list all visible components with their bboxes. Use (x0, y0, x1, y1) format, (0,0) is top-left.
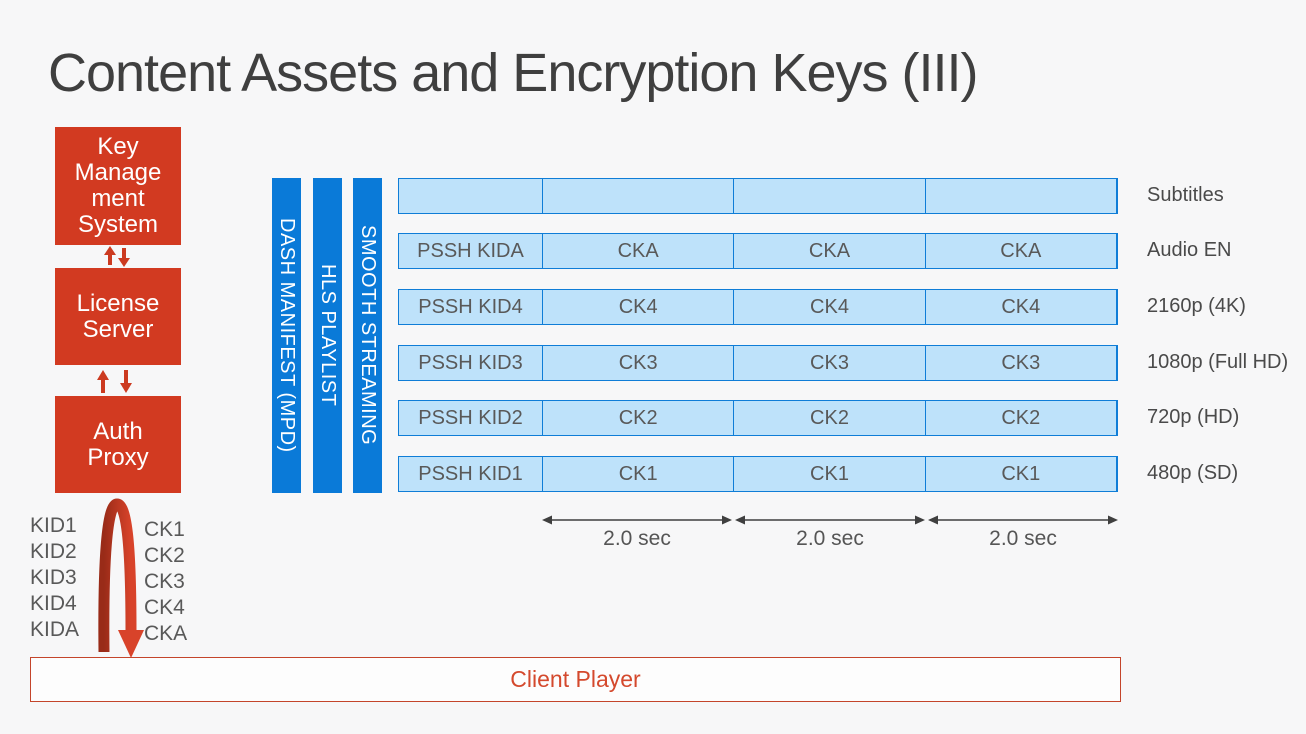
asset-cell-pssh: PSSH KID4 (399, 290, 543, 324)
row-label-1080p: 1080p (Full HD) (1147, 351, 1289, 373)
asset-row-subtitles: Subtitles (398, 178, 1224, 214)
kms-license-down-arrow-icon (118, 248, 130, 267)
asset-cell-chunk: CK4 (926, 290, 1117, 324)
ck-item: CK2 (144, 544, 185, 567)
asset-cell-chunk: CK2 (926, 401, 1117, 435)
asset-cell-chunk: CK2 (734, 401, 926, 435)
manifest-bar-dash: DASH MANIFEST (MPD) (272, 178, 301, 493)
asset-cell-chunk: CK3 (543, 346, 735, 380)
row-label-480p: 480p (SD) (1147, 462, 1239, 484)
kid-item: KID2 (30, 540, 77, 563)
ck-item: CK1 (144, 518, 185, 541)
asset-row-2160p: PSSH KID4 CK4 CK4 CK4 2160p (4K) (398, 289, 1246, 325)
asset-cell-chunk (926, 179, 1117, 213)
client-player-label: Client Player (510, 666, 641, 692)
manifest-bar-hls: HLS PLAYLIST (313, 178, 342, 493)
key-management-system-box: Key Manage ment System (55, 127, 181, 245)
asset-row-1080p: PSSH KID3 CK3 CK3 CK3 1080p (Full HD) (398, 345, 1288, 381)
timeline-segment-label: 2.0 sec (989, 527, 1057, 550)
asset-cell-chunk: CK2 (543, 401, 735, 435)
kid-item: KIDA (30, 618, 80, 641)
manifest-bar-smooth: SMOOTH STREAMING (353, 178, 382, 493)
row-label-audio: Audio EN (1147, 239, 1232, 261)
ck-item: CKA (144, 622, 188, 645)
key-management-system-label: Key Manage ment System (74, 133, 162, 238)
asset-cell-pssh: PSSH KIDA (399, 234, 543, 268)
license-server-box: License Server (55, 268, 181, 365)
row-label-720p: 720p (HD) (1147, 406, 1240, 428)
asset-cell-chunk: CK4 (734, 290, 926, 324)
asset-cell-pssh: PSSH KID2 (399, 401, 543, 435)
asset-cell-chunk: CKA (734, 234, 926, 268)
row-label-2160p: 2160p (4K) (1147, 295, 1246, 317)
kid-item: KID3 (30, 566, 77, 589)
kid-item: KID1 (30, 514, 77, 537)
ck-list: CK1 CK2 CK3 CK4 CKA (144, 517, 187, 647)
kid-to-ck-mapping-arrow-icon (98, 498, 144, 658)
client-player-box: Client Player (30, 657, 1121, 702)
asset-cell-chunk (734, 179, 926, 213)
asset-cell-chunk: CK1 (734, 457, 926, 491)
asset-cell-chunk: CK1 (543, 457, 735, 491)
auth-proxy-box: Auth Proxy (55, 396, 181, 493)
asset-cell-chunk: CK3 (926, 346, 1117, 380)
asset-cell-pssh: PSSH KID1 (399, 457, 543, 491)
asset-cell-chunk: CK3 (734, 346, 926, 380)
license-server-label: License Server (76, 289, 160, 343)
ck-item: CK4 (144, 596, 185, 619)
ck-item: CK3 (144, 570, 185, 593)
asset-cell-pssh: PSSH KID3 (399, 346, 543, 380)
timeline-segment-label: 2.0 sec (796, 527, 864, 550)
license-auth-down-arrow-icon (120, 370, 132, 393)
timeline-segment-label: 2.0 sec (603, 527, 671, 550)
asset-cell-chunk: CK4 (543, 290, 735, 324)
asset-cell-chunk: CKA (543, 234, 735, 268)
row-label-subtitles: Subtitles (1147, 184, 1224, 206)
auth-proxy-label: Auth Proxy (87, 417, 149, 471)
asset-cell-chunk: CKA (926, 234, 1117, 268)
asset-row-audio: PSSH KIDA CKA CKA CKA Audio EN (398, 233, 1232, 269)
license-auth-up-arrow-icon (97, 370, 109, 393)
asset-row-720p: PSSH KID2 CK2 CK2 CK2 720p (HD) (398, 400, 1239, 436)
kid-list: KID1 KID2 KID3 KID4 KIDA (30, 513, 79, 643)
asset-cell-chunk: CK1 (926, 457, 1117, 491)
asset-row-480p: PSSH KID1 CK1 CK1 CK1 480p (SD) (398, 456, 1238, 492)
kms-license-up-arrow-icon (104, 246, 116, 265)
slide-title: Content Assets and Encryption Keys (III) (48, 43, 978, 103)
asset-cell-chunk (543, 179, 735, 213)
asset-cell-pssh (399, 179, 543, 213)
kid-item: KID4 (30, 592, 77, 615)
